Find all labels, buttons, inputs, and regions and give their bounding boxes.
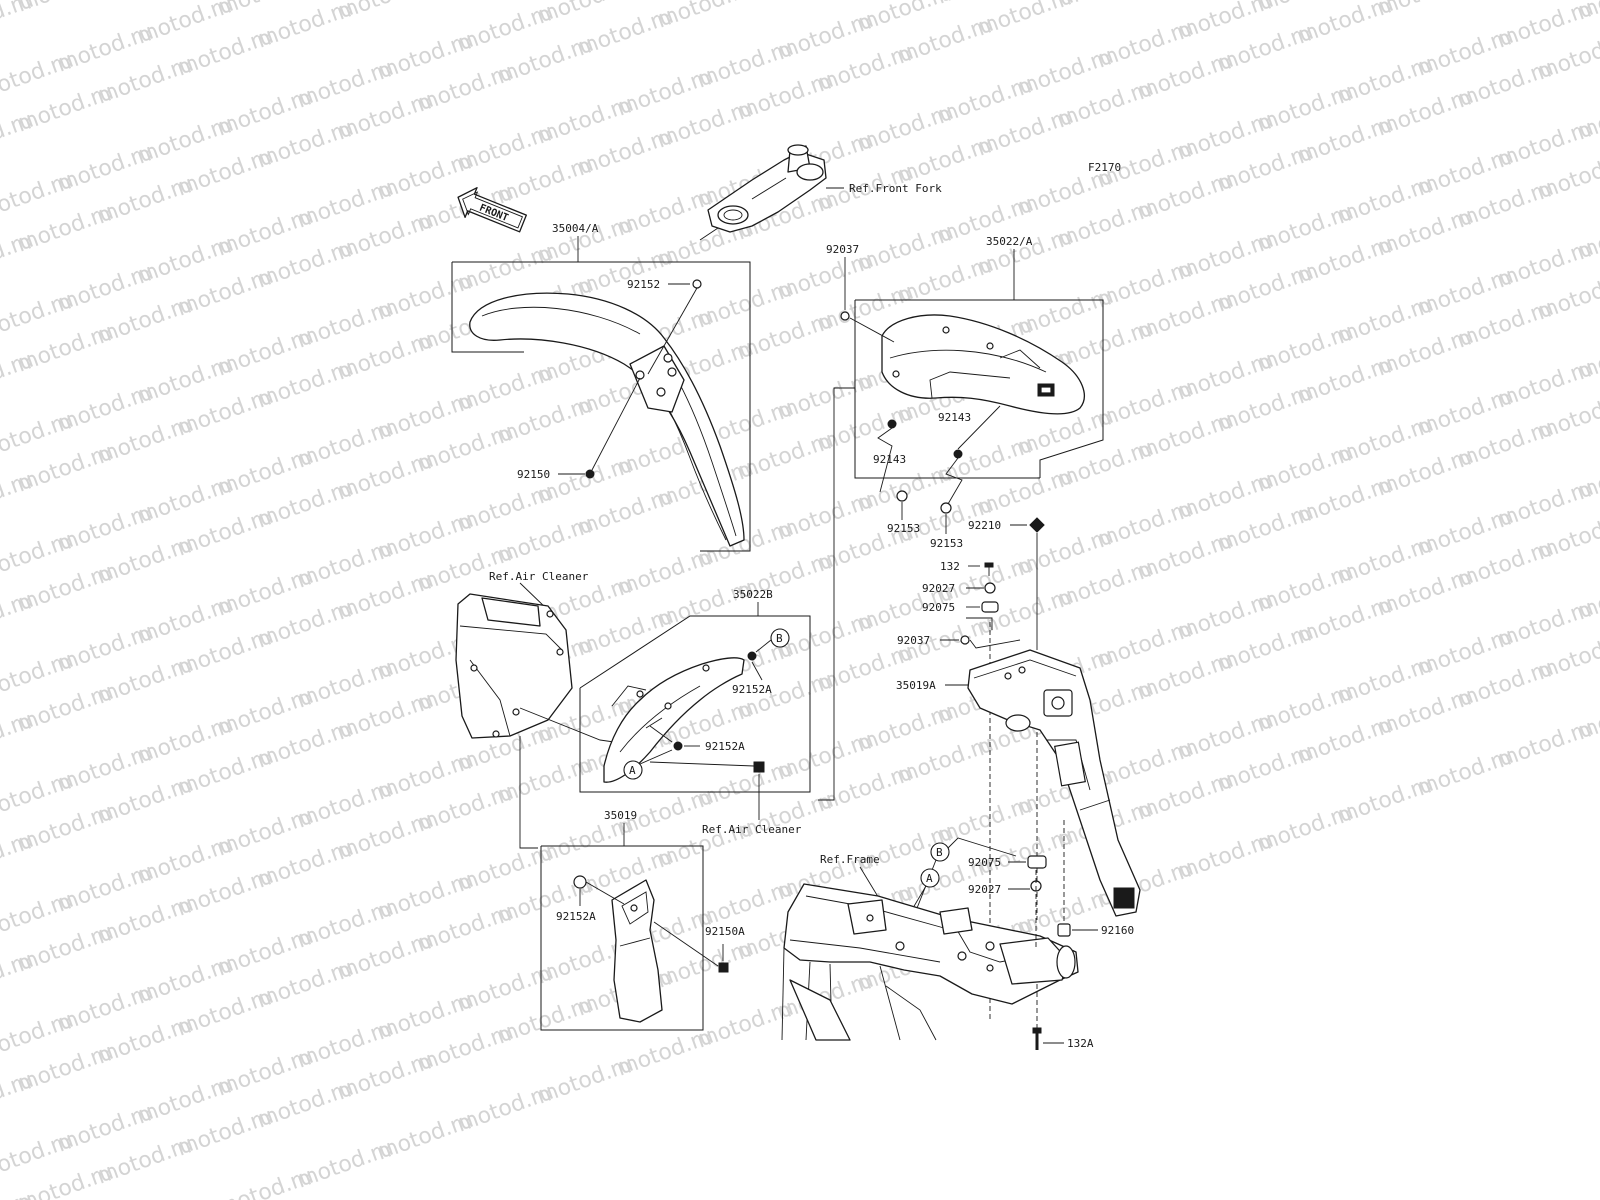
label-92027-bot: 92027	[968, 883, 1001, 896]
label-92075-bot: 92075	[968, 856, 1001, 869]
watermark-text: motod.ru	[14, 0, 117, 18]
label-132A: 132A	[1067, 1037, 1094, 1050]
callout-A-1: A	[629, 764, 636, 777]
label-35022A: 35022/A	[986, 235, 1033, 248]
label-92210: 92210	[968, 519, 1001, 532]
label-35022B: 35022B	[733, 588, 773, 601]
watermark-text: motod.ru	[1374, 0, 1477, 22]
label-92152A-bot: 92152A	[556, 910, 596, 923]
watermark-text: motod.ru	[734, 0, 837, 6]
label-ref-front-fork: Ref.Front Fork	[849, 182, 942, 195]
rear-fender-group: 35022/A 92037 92143 92143	[826, 235, 1104, 650]
label-92143-a: 92143	[873, 453, 906, 466]
label-92160: 92160	[1101, 924, 1134, 937]
rear-bracket-group: 132 92027 92075 92037	[896, 560, 1141, 1020]
label-92075-top: 92075	[922, 601, 955, 614]
label-ref-frame: Ref.Frame	[820, 853, 880, 866]
label-92143-b: 92143	[938, 411, 971, 424]
air-cleaner-group: Ref.Air Cleaner	[455, 570, 629, 849]
label-132: 132	[940, 560, 960, 573]
inner-fender-group: 35022B 92152A B 92152A A Ref.Air	[579, 588, 811, 836]
front-fender-group: 35004/A Ref.Front Fork	[451, 144, 942, 552]
callout-A-2: A	[926, 872, 933, 885]
diagram-code: F2170	[1088, 161, 1121, 174]
watermark-text: motod.ru	[334, 0, 437, 26]
callout-B-1: B	[776, 632, 783, 645]
front-arrow-icon: FRONT	[457, 187, 527, 233]
label-35004A: 35004/A	[552, 222, 599, 235]
mud-flap-group: 35019 92152A 92150A	[540, 809, 745, 1031]
leader-35022A-to-35022B	[818, 387, 855, 801]
rear-fender	[881, 314, 1085, 415]
label-92152: 92152	[627, 278, 660, 291]
front-fork-clamp	[699, 144, 827, 241]
rear-fender-bracket	[967, 649, 1141, 917]
label-ref-air-cleaner-top: Ref.Air Cleaner	[489, 570, 589, 583]
label-92153-a: 92153	[887, 522, 920, 535]
motorcycle-frame	[781, 883, 1079, 1041]
label-ref-air-cleaner-bottom: Ref.Air Cleaner	[702, 823, 802, 836]
label-35019: 35019	[604, 809, 637, 822]
label-92153-b: 92153	[930, 537, 963, 550]
label-92037-top: 92037	[826, 243, 859, 256]
label-92037-mid: 92037	[897, 634, 930, 647]
label-92027-top: 92027	[922, 582, 955, 595]
label-92152A-mid: 92152A	[705, 740, 745, 753]
mud-flap	[611, 879, 663, 1023]
watermark-text: motod.ru	[1054, 0, 1157, 14]
label-92152A-top: 92152A	[732, 683, 772, 696]
label-35019A: 35019A	[896, 679, 936, 692]
label-92150A: 92150A	[705, 925, 745, 938]
frame-group: Ref.Frame B A	[781, 820, 1134, 1050]
label-92150: 92150	[517, 468, 550, 481]
inner-fender	[603, 657, 745, 783]
callout-B-2: B	[936, 846, 943, 859]
air-cleaner-box	[455, 593, 573, 739]
front-fender	[469, 292, 745, 547]
